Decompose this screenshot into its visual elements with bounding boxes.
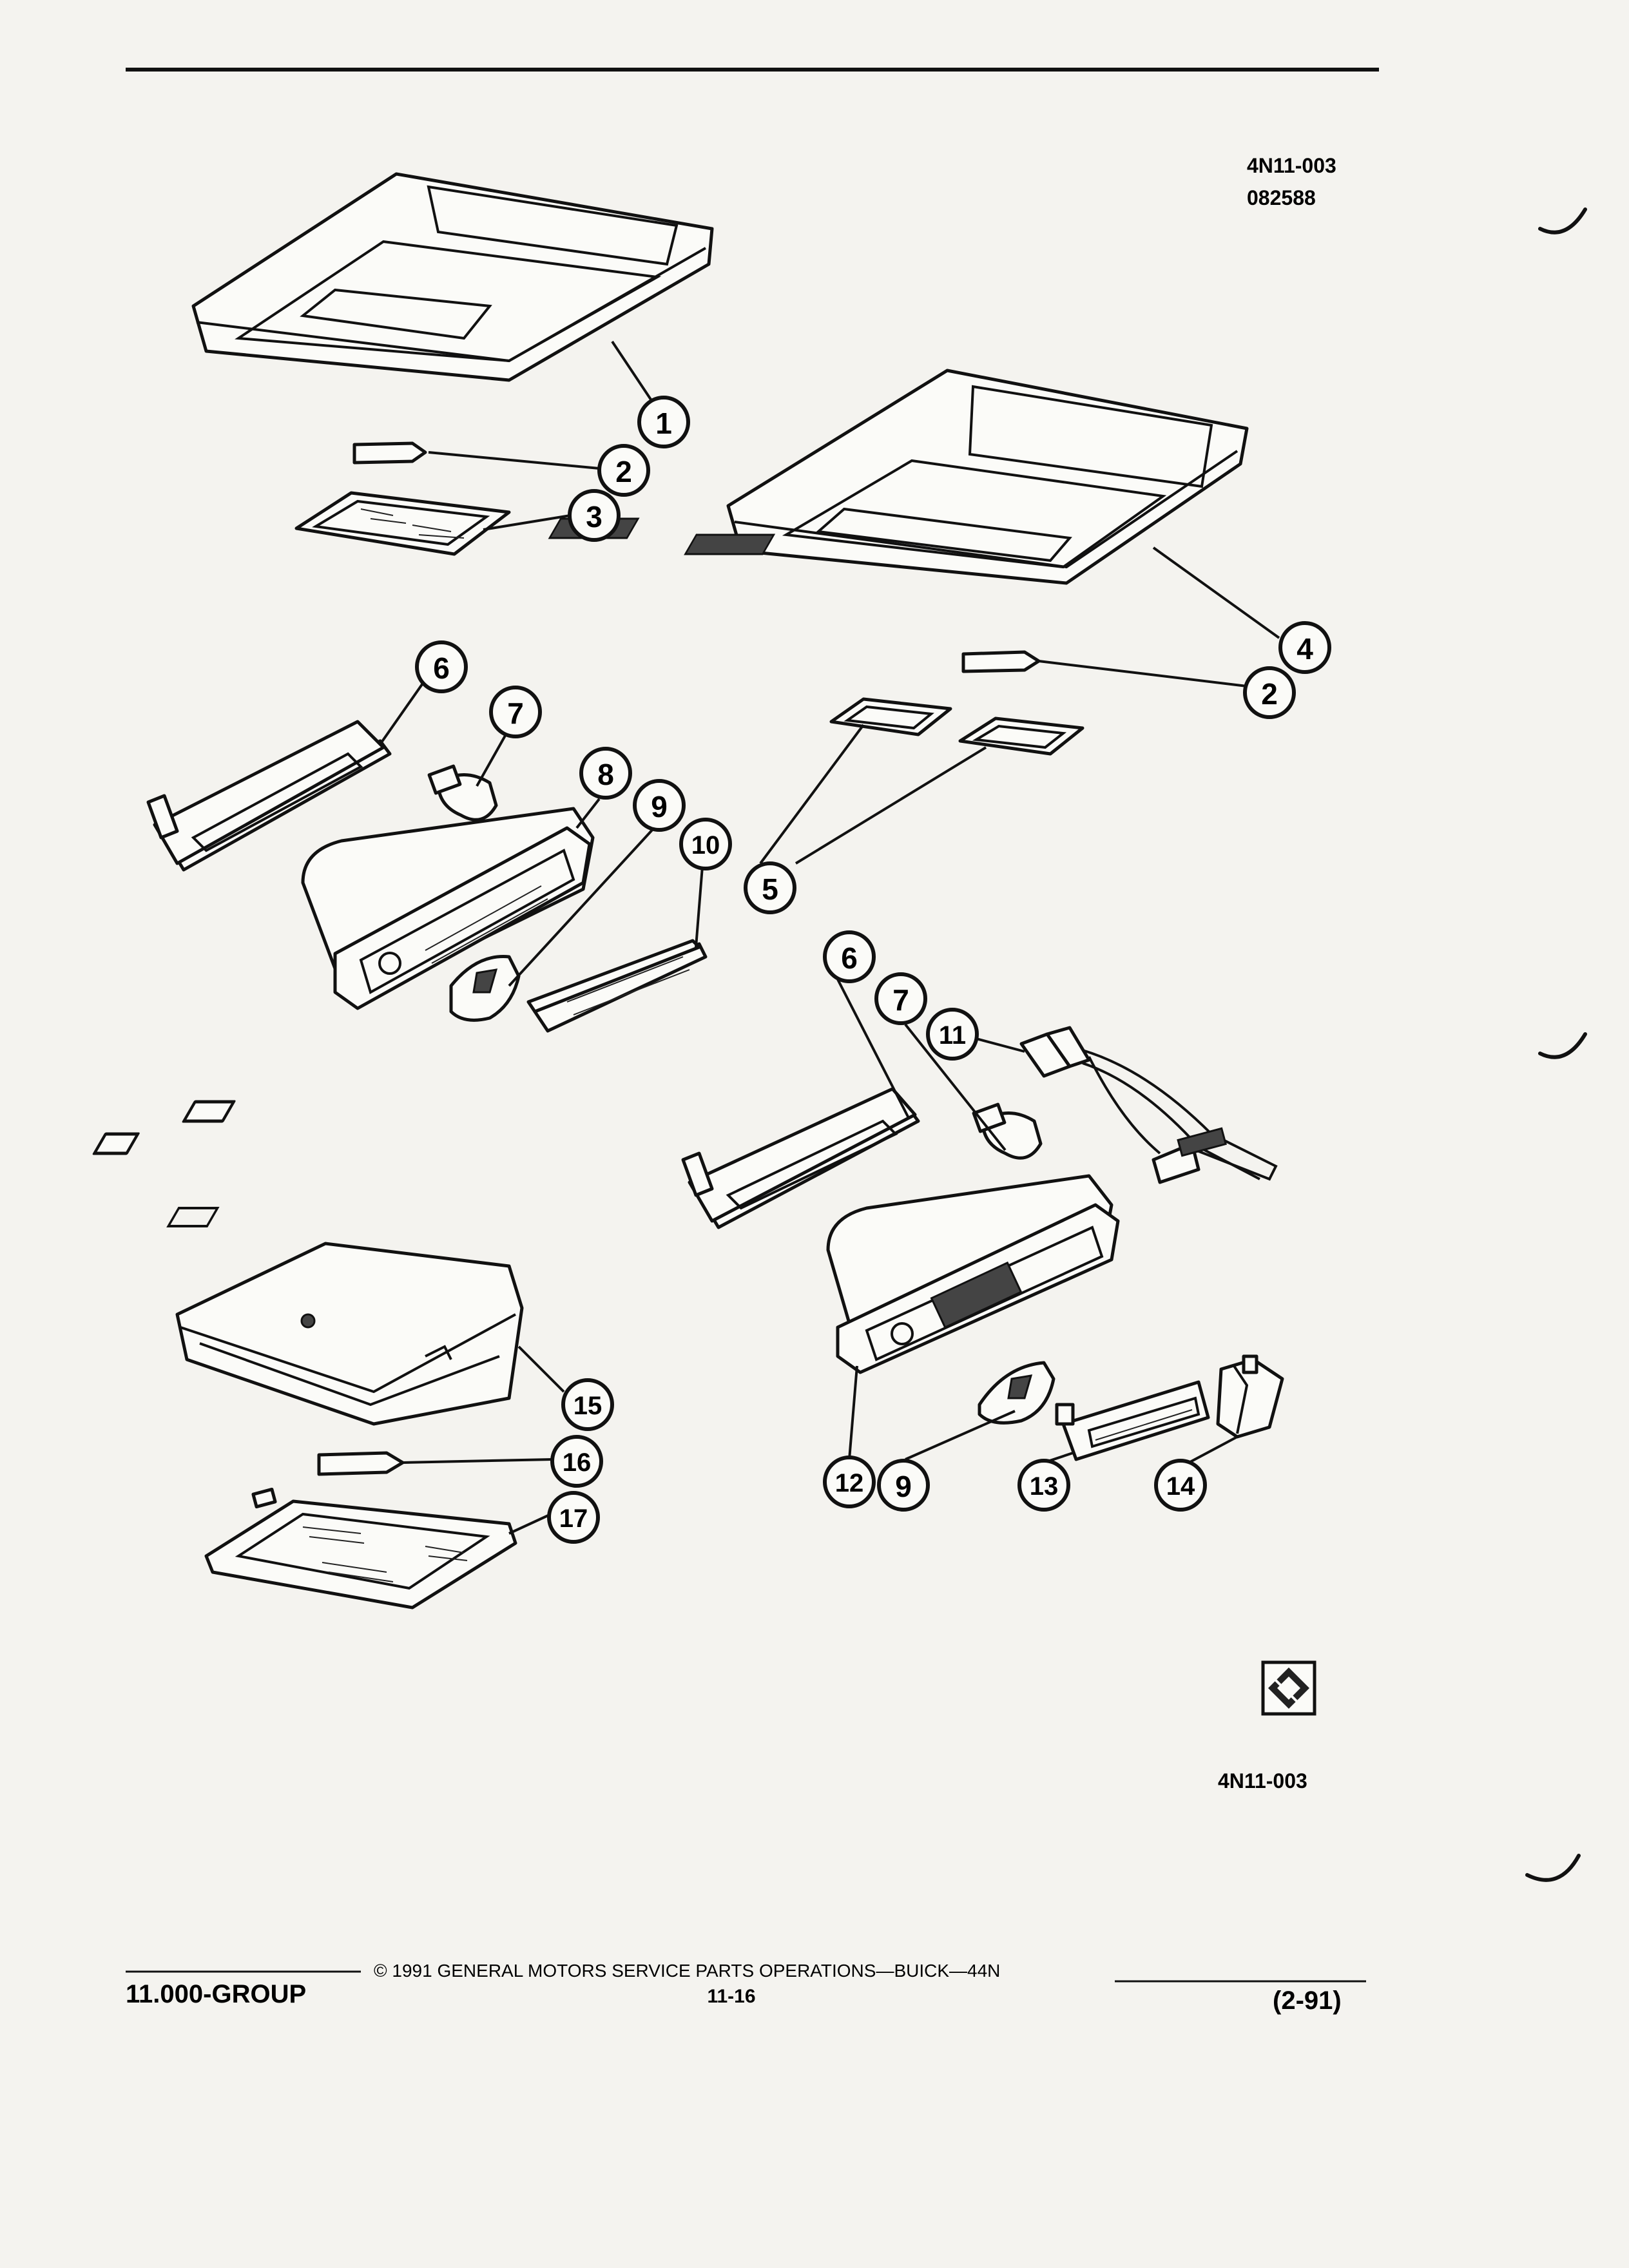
binder-mark-middle xyxy=(1538,1032,1587,1059)
part-16-bulb xyxy=(317,1451,405,1476)
svg-text:10: 10 xyxy=(691,831,720,860)
binder-mark-top xyxy=(1538,207,1587,235)
callout-2: 2 xyxy=(597,444,650,497)
callout-11: 11 xyxy=(926,1008,979,1061)
callout-15: 15 xyxy=(561,1378,614,1431)
footer-copyright: © 1991 GENERAL MOTORS SERVICE PARTS OPER… xyxy=(374,1961,1000,1981)
part-2-bulb-top xyxy=(352,441,427,465)
svg-text:9: 9 xyxy=(895,1470,912,1503)
figure-code: 4N11-003 xyxy=(1218,1769,1307,1792)
part-12-lamp-housing xyxy=(166,1174,1120,1374)
svg-text:4: 4 xyxy=(1296,632,1313,666)
part-1-console-housing xyxy=(191,172,714,382)
callout-12: 12 xyxy=(823,1456,876,1508)
part-6-bracket-left xyxy=(146,720,392,872)
part-7-bulb-right xyxy=(972,1102,1043,1160)
footer-revision: (2-91) xyxy=(1273,1986,1342,2015)
callout-5: 5 xyxy=(744,861,796,914)
svg-text:16: 16 xyxy=(563,1448,592,1477)
svg-text:9: 9 xyxy=(651,790,668,823)
leader-lines xyxy=(379,340,1280,1535)
header-code: 4N11-003 xyxy=(1247,154,1336,177)
illustration-symbol-icon xyxy=(1261,1660,1316,1716)
svg-text:7: 7 xyxy=(892,983,909,1017)
part-9-clip-left xyxy=(449,955,521,1022)
callout-10: 10 xyxy=(679,818,732,870)
part-7-bulb-left xyxy=(427,764,498,822)
callout-14: 14 xyxy=(1154,1459,1207,1512)
header-date: 082588 xyxy=(1247,186,1316,209)
callout-8: 8 xyxy=(579,747,632,800)
callout-17: 17 xyxy=(547,1491,600,1544)
binder-mark-bottom xyxy=(1525,1854,1581,1882)
svg-text:13: 13 xyxy=(1030,1472,1059,1501)
callout-6: 6 xyxy=(823,930,876,983)
svg-text:5: 5 xyxy=(762,872,778,906)
svg-text:1: 1 xyxy=(655,407,672,440)
callout-6: 6 xyxy=(415,640,468,693)
callout-2: 2 xyxy=(1243,666,1296,719)
svg-text:11: 11 xyxy=(939,1021,966,1050)
part-17-dome-lens xyxy=(204,1487,517,1610)
callout-7: 7 xyxy=(489,686,542,738)
part-15-dome-housing xyxy=(175,1242,524,1426)
svg-text:12: 12 xyxy=(835,1469,864,1497)
svg-text:6: 6 xyxy=(433,651,450,685)
callout-1: 1 xyxy=(637,396,690,448)
svg-text:8: 8 xyxy=(597,758,614,791)
callout-16: 16 xyxy=(550,1435,603,1488)
footer-page-number: 11-16 xyxy=(707,1986,755,2007)
callout-9: 9 xyxy=(877,1459,930,1512)
part-3-lens xyxy=(294,491,511,556)
svg-text:17: 17 xyxy=(559,1504,588,1533)
callout-13: 13 xyxy=(1017,1459,1070,1512)
svg-text:14: 14 xyxy=(1166,1472,1195,1501)
svg-text:2: 2 xyxy=(1261,677,1278,711)
part-10-lens-strip xyxy=(526,939,708,1033)
callout-4: 4 xyxy=(1278,621,1331,674)
callout-3: 3 xyxy=(568,489,621,542)
svg-text:15: 15 xyxy=(574,1392,602,1420)
part-5-lens-pair xyxy=(829,697,1084,756)
part-14-end-cap xyxy=(1216,1354,1284,1439)
part-11-wiring-harness xyxy=(1019,1026,1278,1184)
svg-text:7: 7 xyxy=(507,697,524,730)
callout-9: 9 xyxy=(633,779,686,832)
part-2-bulb-right xyxy=(961,650,1041,673)
callout-7: 7 xyxy=(874,972,927,1025)
part-6-bracket-right xyxy=(92,1087,920,1229)
svg-text:3: 3 xyxy=(586,500,602,533)
svg-text:6: 6 xyxy=(841,941,858,975)
part-8-lamp-housing xyxy=(301,807,595,1010)
part-13-lens xyxy=(1055,1380,1210,1461)
part-9-clip-right xyxy=(978,1361,1055,1425)
svg-text:2: 2 xyxy=(615,455,632,488)
footer-group: 11.000-GROUP xyxy=(126,1980,306,2008)
